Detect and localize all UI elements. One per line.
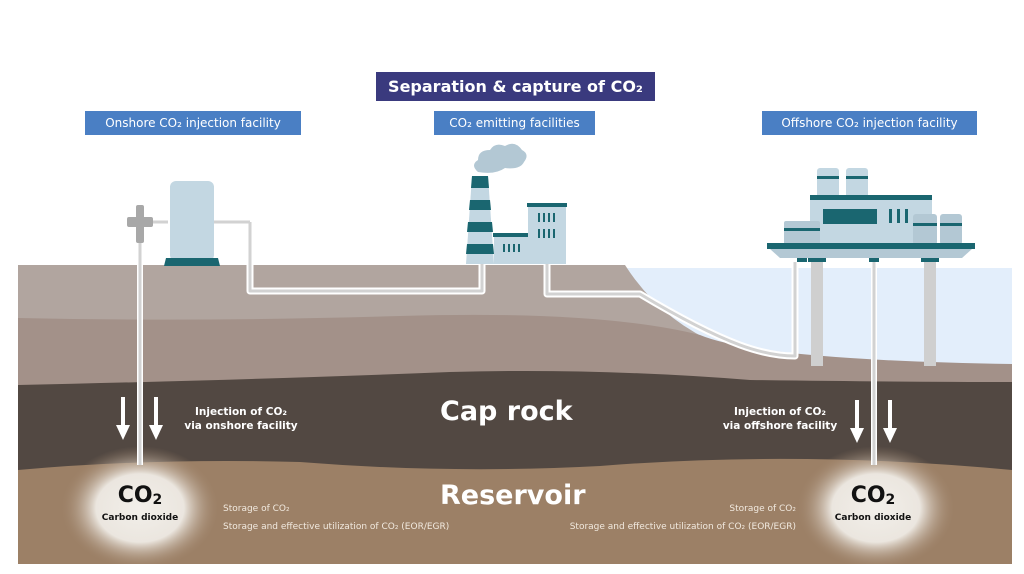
smoke-cloud-icon (474, 143, 527, 173)
onshore-injection-facility-icon (127, 181, 220, 266)
onshore-injection-label: Injection of CO₂ via onshore facility (176, 405, 306, 433)
storage-line2: Storage and effective utilization of CO₂… (223, 522, 450, 532)
storage-line1: Storage of CO₂ (729, 504, 796, 514)
co2-formula: CO2 (117, 483, 163, 509)
co2-bubble-right: CO2 Carbon dioxide (818, 484, 928, 524)
injection-arrows-onshore (116, 397, 163, 440)
offshore-injection-line2: via offshore facility (722, 420, 838, 432)
co2-glow-left (60, 446, 220, 564)
offshore-injection-line1: Injection of CO₂ (734, 406, 826, 418)
storage-line2: Storage and effective utilization of CO₂… (569, 522, 796, 532)
co2-emitting-factory-icon (466, 143, 567, 264)
down-arrow-icon (883, 400, 897, 443)
co2-formula: CO2 (850, 483, 896, 509)
diagram-title: Separation & capture of CO₂ (376, 72, 655, 101)
offshore-injection-label: Injection of CO₂ via offshore facility (705, 405, 855, 433)
storage-text-left: Storage of CO₂ Storage and effective uti… (223, 500, 449, 536)
down-arrow-icon (116, 397, 130, 440)
onshore-injection-line2: via onshore facility (184, 420, 298, 432)
storage-line1: Storage of CO₂ (223, 504, 290, 514)
pipelines (137, 220, 877, 465)
down-arrow-icon (850, 400, 864, 443)
reservoir-label: Reservoir (440, 480, 586, 511)
onshore-facility-label: Onshore CO₂ injection facility (85, 111, 301, 135)
reservoir-layer (18, 458, 1012, 564)
co2-caption: Carbon dioxide (834, 513, 912, 523)
offshore-facility-label: Offshore CO₂ injection facility (762, 111, 977, 135)
co2-bubble-left: CO2 Carbon dioxide (85, 484, 195, 524)
emitting-facilities-label: CO₂ emitting facilities (434, 111, 595, 135)
injection-arrows-offshore (850, 400, 897, 443)
co2-caption: Carbon dioxide (101, 513, 179, 523)
onshore-injection-line1: Injection of CO₂ (195, 406, 287, 418)
cap-rock-label: Cap rock (440, 396, 573, 427)
storage-text-right: Storage of CO₂ Storage and effective uti… (534, 500, 796, 536)
offshore-platform-icon (767, 168, 975, 366)
down-arrow-icon (149, 397, 163, 440)
co2-glow-right (796, 446, 956, 564)
